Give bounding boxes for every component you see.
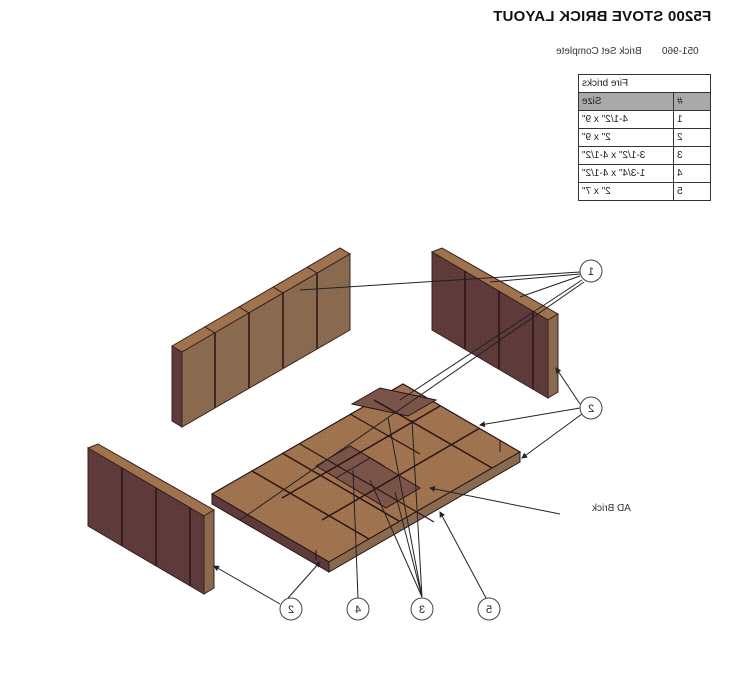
- left-side-wall-bricks: [86, 443, 215, 595]
- table-row: 1-3/4" x 4-1/2" 4: [578, 164, 711, 183]
- callout-1-label: 1: [588, 266, 594, 278]
- callout-2-bottom-label: 2: [288, 604, 294, 616]
- ad-brick-label-text: AD Brick: [592, 503, 631, 514]
- leader-lines: [213, 271, 585, 605]
- callout-4-label: 4: [355, 604, 361, 616]
- callout-3: 3: [410, 597, 434, 621]
- callout-5-label: 5: [486, 604, 492, 616]
- header-num: #: [673, 92, 711, 111]
- callout-5: 5: [477, 597, 501, 621]
- table-row: 2" x 9" 2: [578, 128, 711, 147]
- table-header-row: Size #: [578, 92, 711, 111]
- callout-2-right: 2: [579, 396, 603, 420]
- callout-1: 1: [579, 259, 603, 283]
- back-wall-bricks: [171, 247, 351, 428]
- fire-bricks-table: Fire bricks Size # 4-1/2" x 9" 1 2" x 9"…: [578, 74, 711, 201]
- table-row: 2" x 7" 5: [578, 182, 711, 201]
- callout-2-right-label: 2: [588, 403, 594, 415]
- callout-4: 4: [346, 597, 370, 621]
- callout-3-label: 3: [419, 604, 425, 616]
- callout-2-bottom: 2: [279, 597, 303, 621]
- ad-brick-label: AD Brick: [592, 503, 631, 514]
- right-side-wall-bricks: [430, 247, 559, 399]
- header-size: Size: [578, 92, 674, 111]
- floor-bricks: [210, 383, 522, 573]
- table-caption: Fire bricks: [578, 74, 711, 93]
